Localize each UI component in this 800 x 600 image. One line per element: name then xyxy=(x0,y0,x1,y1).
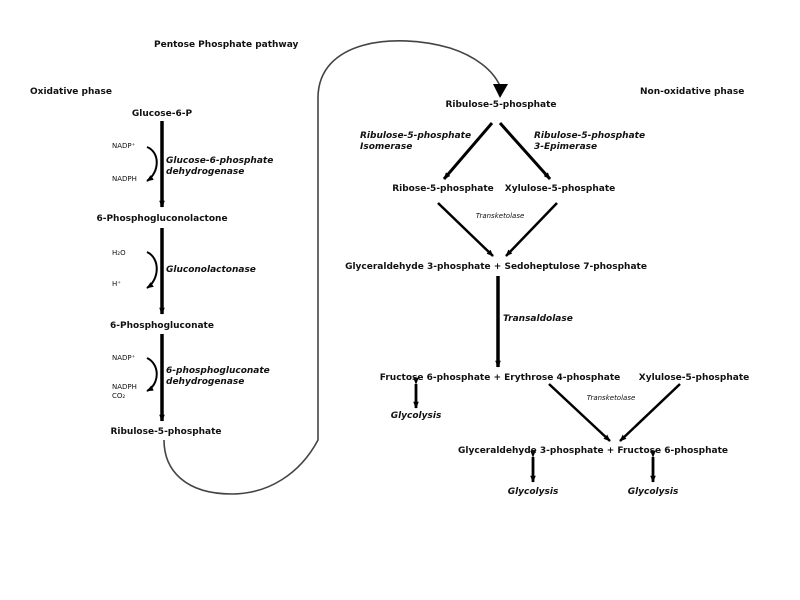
loop-connector xyxy=(163,39,501,495)
metabolite-glucose-6-p: Glucose-6-P xyxy=(131,109,193,119)
enzyme-gluconolactonase-line1: Gluconolactonase xyxy=(166,265,256,275)
enzyme-6pgd: 6-phosphogluconate dehydrogenase xyxy=(166,366,270,388)
glycolysis-label-3: Glycolysis xyxy=(627,487,679,497)
metabolite-ribulose-5-phosphate-nonox: Ribulose-5-phosphate xyxy=(445,100,557,110)
enzyme-6pgd-line1: 6-phosphogluconate xyxy=(166,366,270,376)
arrow-xu5p2-to-final xyxy=(619,383,681,442)
metabolite-xylulose-5-phosphate-2: Xylulose-5-phosphate xyxy=(638,373,750,383)
arrow-xu5p-to-g3p xyxy=(505,202,558,257)
enzyme-isomerase: Ribulose-5-phosphate Isomerase xyxy=(360,131,471,153)
enzyme-epimerase-line2: 3-Epimerase xyxy=(534,141,598,152)
enzyme-epimerase: Ribulose-5-phosphate 3-Epimerase xyxy=(534,131,645,153)
cofactor-h-plus: H⁺ xyxy=(112,280,121,288)
arrow-f6p-to-final xyxy=(548,383,611,442)
cofactor-nadp-2: NADP⁺ xyxy=(112,354,136,362)
cofactor-curve-2 xyxy=(146,251,158,289)
cofactor-curve-1 xyxy=(146,146,158,182)
metabolite-ribulose-5-phosphate-ox: Ribulose-5-phosphate xyxy=(110,427,222,437)
oxidative-phase-label: Oxidative phase xyxy=(30,87,112,97)
diagram-title: Pentose Phosphate pathway xyxy=(154,40,299,50)
enzyme-epimerase-line1: Ribulose-5-phosphate xyxy=(534,131,646,141)
arrow-r5p-to-g3p xyxy=(437,202,494,257)
enzyme-6pgd-line2: dehydrogenase xyxy=(166,376,245,387)
non-oxidative-phase-label: Non-oxidative phase xyxy=(640,87,745,97)
cofactor-curve-3 xyxy=(146,357,158,392)
glycolysis-label-1: Glycolysis xyxy=(390,411,442,421)
metabolite-f6p-e4p: Fructose 6-phosphate + Erythrose 4-phosp… xyxy=(379,373,621,383)
enzyme-g6pd-line1: Glucose-6-phosphate xyxy=(166,156,274,166)
cofactor-nadph-2: NADPH xyxy=(112,383,137,391)
enzyme-transaldolase: Transaldolase xyxy=(503,314,573,324)
arrow-ru5p-to-r5p xyxy=(442,122,494,180)
arrow-ru5p-to-xu5p xyxy=(498,122,552,180)
enzyme-gluconolactonase: Gluconolactonase xyxy=(166,265,256,276)
metabolite-6-phosphogluconate: 6-Phosphogluconate xyxy=(110,321,214,331)
glycolysis-label-2: Glycolysis xyxy=(507,487,559,497)
enzyme-isomerase-line1: Ribulose-5-phosphate xyxy=(360,131,472,141)
metabolite-xylulose-5-phosphate-1: Xylulose-5-phosphate xyxy=(504,184,616,194)
enzyme-isomerase-line2: Isomerase xyxy=(360,141,413,152)
enzyme-g6pd: Glucose-6-phosphate dehydrogenase xyxy=(166,156,273,178)
enzyme-transketolase-1: Transketolase xyxy=(475,212,525,220)
metabolite-g3p-f6p: Glyceraldehyde 3-phosphate + Fructose 6-… xyxy=(458,446,728,456)
cofactor-co2: CO₂ xyxy=(112,392,126,400)
metabolite-6-phosphogluconolactone: 6-Phosphogluconolactone xyxy=(96,214,228,224)
metabolite-g3p-s7p: Glyceraldehyde 3-phosphate + Sedoheptulo… xyxy=(345,262,647,272)
cofactor-h2o: H₂O xyxy=(112,249,126,257)
enzyme-transketolase-2: Transketolase xyxy=(586,394,636,402)
metabolite-ribose-5-phosphate: Ribose-5-phosphate xyxy=(392,184,494,194)
enzyme-g6pd-line2: dehydrogenase xyxy=(166,166,245,177)
loop-arrowhead xyxy=(493,84,508,98)
cofactor-nadp-1: NADP⁺ xyxy=(112,142,136,150)
cofactor-nadph-1: NADPH xyxy=(112,175,137,183)
